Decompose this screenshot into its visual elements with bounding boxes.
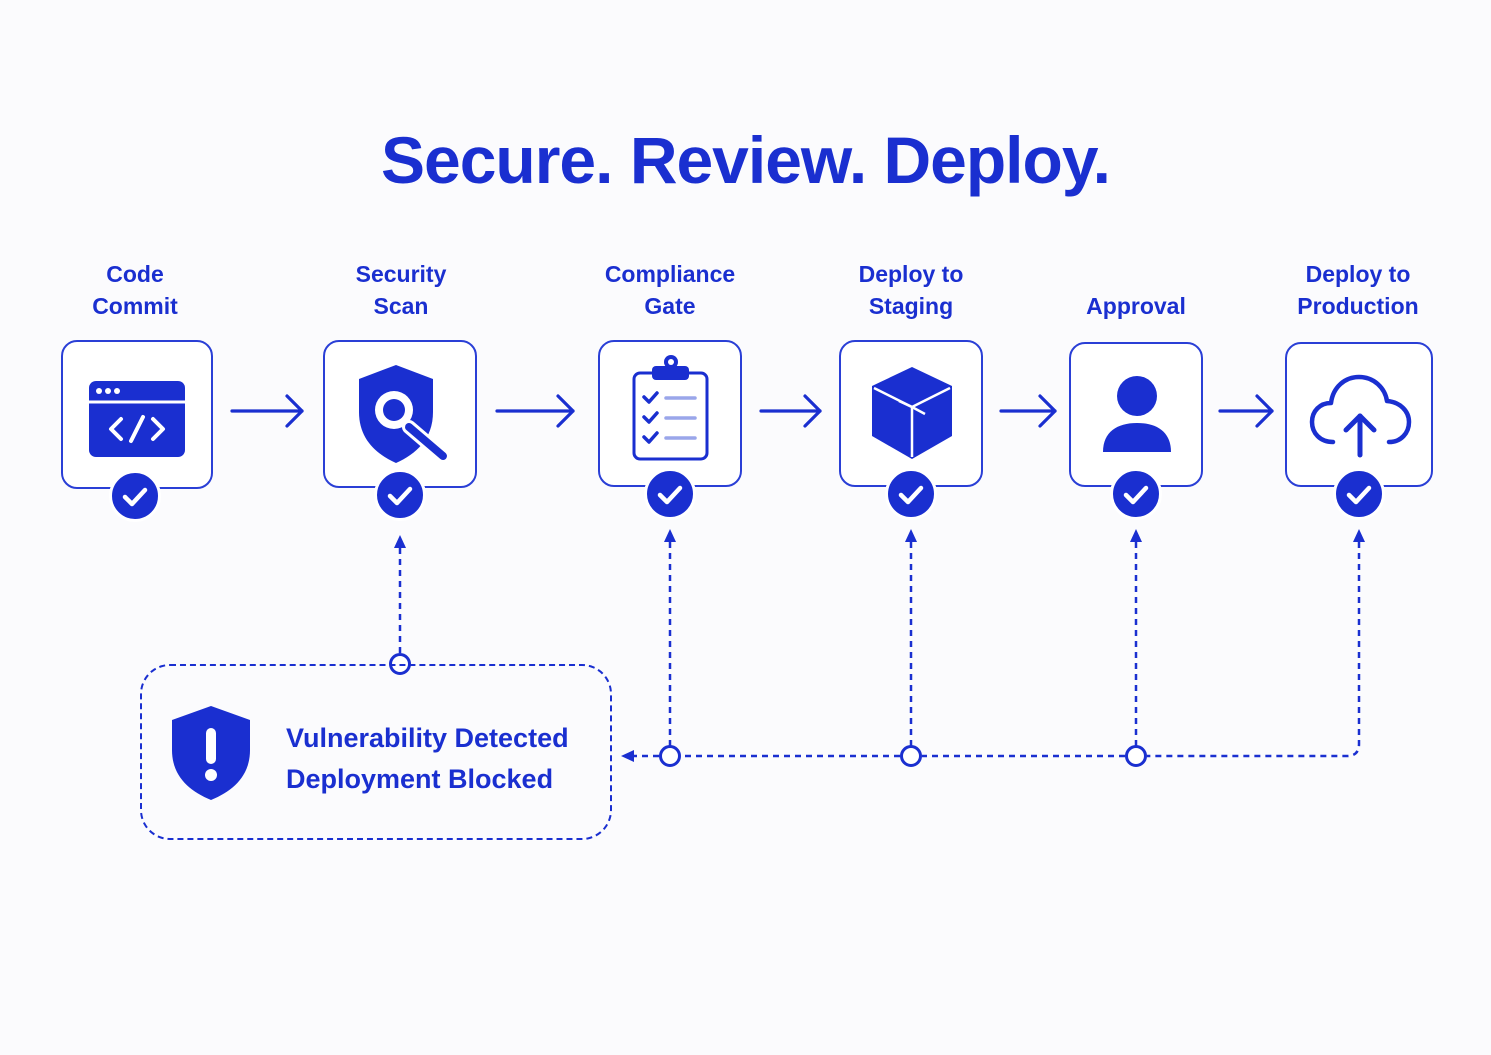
flow-arrow-4: [999, 394, 1057, 428]
check-badge-deploy-staging: [885, 468, 937, 520]
arrowhead-security: [394, 535, 406, 548]
check-badge-compliance-gate: [644, 468, 696, 520]
arrowhead-staging: [905, 529, 917, 542]
check-badge-security-scan: [374, 469, 426, 521]
alert-line-1: Vulnerability Detected: [286, 723, 569, 753]
feedback-line-production: [1147, 542, 1361, 758]
junction-node: [900, 745, 922, 767]
page-title: Secure. Review. Deploy.: [381, 123, 1111, 197]
alert-line-2: Deployment Blocked: [286, 764, 554, 794]
flow-arrow-3: [759, 394, 822, 428]
step-card-code-commit[interactable]: [61, 340, 213, 489]
check-badge-deploy-production: [1333, 468, 1385, 520]
step-label-approval: Approval: [1086, 293, 1186, 319]
flow-arrow-5: [1218, 394, 1274, 428]
code-window-icon: [89, 381, 185, 457]
shield-search-icon: [359, 365, 451, 464]
arrowhead-approval: [1130, 529, 1142, 542]
check-badge-approval: [1110, 468, 1162, 520]
arrowhead-production: [1353, 529, 1365, 542]
flow-arrow-2: [495, 394, 575, 428]
vulnerability-alert-box: [140, 664, 612, 840]
checkmark-icon: [898, 485, 924, 505]
check-badge-code-commit: [109, 470, 161, 522]
step-card-approval[interactable]: [1069, 342, 1203, 487]
flow-arrow-1: [230, 394, 304, 428]
arrowhead-compliance: [664, 529, 676, 542]
step-card-compliance-gate[interactable]: [598, 340, 742, 487]
clipboard-checklist-icon: [632, 355, 709, 461]
junction-node: [659, 745, 681, 767]
junction-node: [1125, 745, 1147, 767]
step-card-deploy-production[interactable]: [1285, 342, 1433, 487]
arrowhead-alert: [621, 750, 634, 762]
checkmark-icon: [1346, 485, 1372, 505]
checkmark-icon: [657, 485, 683, 505]
step-card-deploy-staging[interactable]: [839, 340, 983, 487]
step-card-security-scan[interactable]: [323, 340, 477, 488]
checkmark-icon: [122, 487, 148, 507]
package-box-icon: [872, 367, 952, 459]
user-icon: [1103, 376, 1171, 452]
cloud-upload-icon: [1309, 374, 1412, 458]
alert-message: Vulnerability Detected Deployment Blocke…: [286, 718, 569, 800]
checkmark-icon: [1123, 485, 1149, 505]
shield-alert-icon: [172, 706, 250, 800]
checkmark-icon: [387, 486, 413, 506]
